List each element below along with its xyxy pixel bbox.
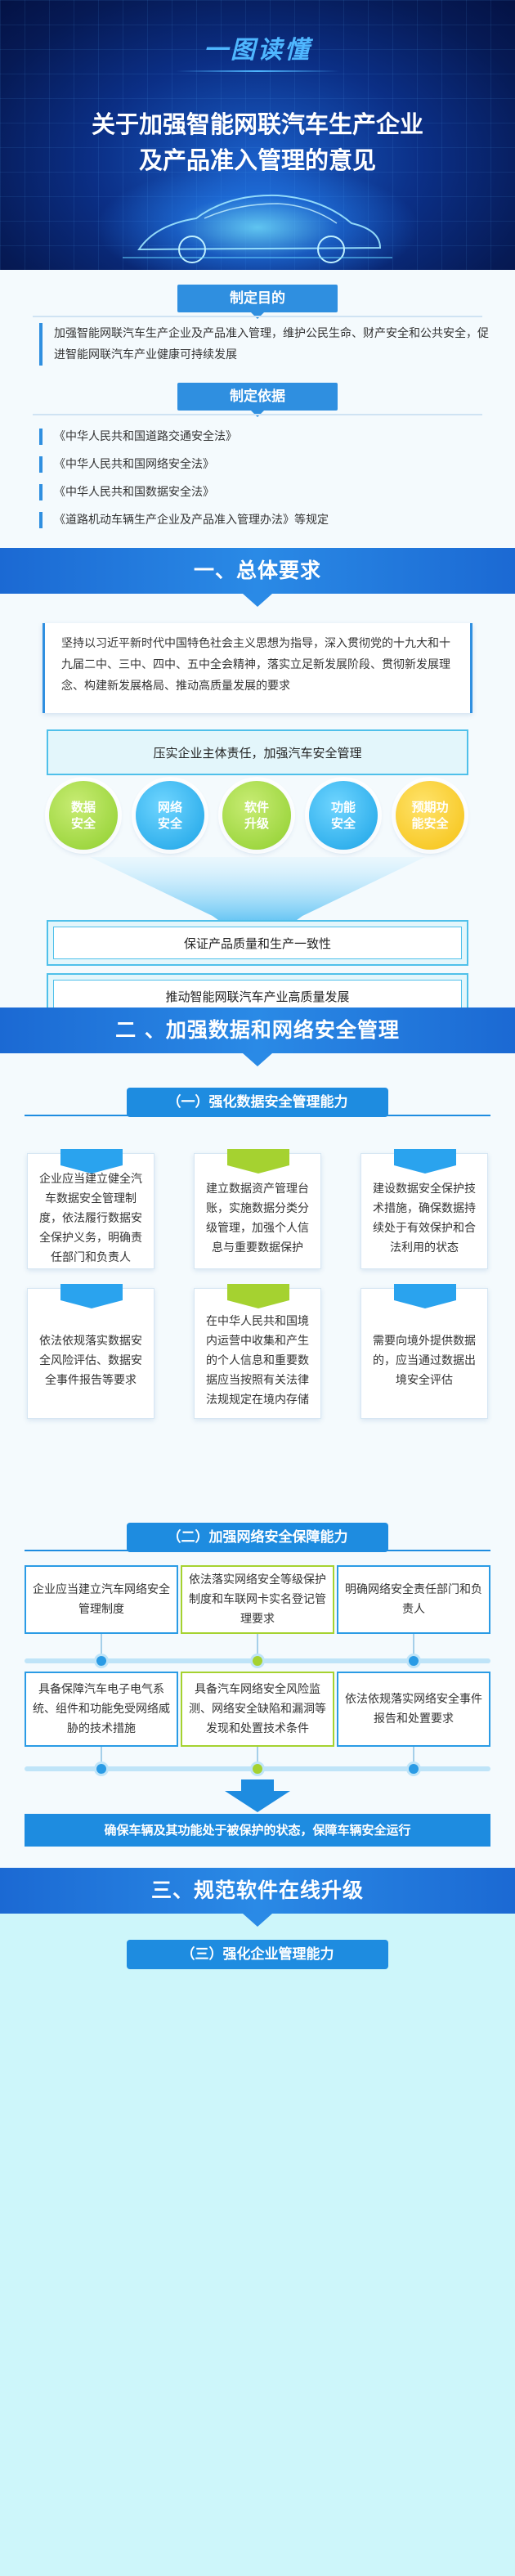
network-box-4: 具备保障汽车电子电气系统、组件和功能免受网络威胁的技术措施 xyxy=(25,1672,178,1747)
card-text: 建立数据资产管理台账，实施数据分类分级管理，加强个人信息与重要数据保护 xyxy=(206,1183,309,1254)
data-card-4: 依法依规落实数据安全风险评估、数据安全事件报告等要求 xyxy=(27,1284,154,1419)
outcome-text-1: 保证产品质量和生产一致性 xyxy=(183,936,331,951)
outcome-box-1: 保证产品质量和生产一致性 xyxy=(47,920,468,966)
card-text: 依法依规落实数据安全风险评估、数据安全事件报告等要求 xyxy=(39,1335,142,1387)
card-text: 需要向境外提供数据的，应当通过数据出境安全评估 xyxy=(373,1335,476,1387)
section-3-banner: 三、规范软件在线升级 xyxy=(0,1868,515,1927)
pillar-network-security: 网络 安全 xyxy=(136,781,204,850)
timeline-dot xyxy=(406,1654,421,1668)
page-title: 关于加强智能网联汽车生产企业 及产品准入管理的意见 xyxy=(0,106,515,178)
title-line-2: 及产品准入管理的意见 xyxy=(138,146,376,174)
network-box-1: 企业应当建立汽车网络安全管理制度 xyxy=(25,1565,178,1634)
data-card-3: 建设数据安全保护技术措施，确保数据持续处于有效保护和合法利用的状态 xyxy=(360,1149,488,1269)
law-item: 《中华人民共和国道路交通安全法》 xyxy=(39,429,497,445)
timeline-dot xyxy=(94,1654,109,1668)
card-flag xyxy=(394,1149,456,1174)
sub1-title: （一）强化数据安全管理能力 xyxy=(127,1088,388,1117)
pillar-functional-safety: 功能 安全 xyxy=(309,781,378,850)
connector xyxy=(101,1634,102,1658)
law-item: 《中华人民共和国网络安全法》 xyxy=(39,456,497,473)
connector xyxy=(257,1747,258,1766)
law-item: 《道路机动车辆生产企业及产品准入管理办法》等规定 xyxy=(39,512,497,528)
network-box-3: 明确网络安全责任部门和负责人 xyxy=(337,1565,490,1634)
connector xyxy=(413,1634,414,1658)
timeline-dot xyxy=(250,1654,265,1668)
basis-divider xyxy=(33,414,482,415)
header-tag: 一图读懂 xyxy=(204,36,311,65)
card-text: 企业应当建立健全汽车数据安全管理制度，依法履行数据安全保护义务，明确责任部门和负… xyxy=(39,1173,142,1264)
pillar-data-security: 数据 安全 xyxy=(49,781,118,850)
section-2-banner: 二 、加强数据和网络安全管理 xyxy=(0,1008,515,1066)
outcome-inner-2: 推动智能网联汽车产业高质量发展 xyxy=(53,980,462,1012)
pillar-label: 预期功 能安全 xyxy=(411,800,449,831)
basis-label: 制定依据 xyxy=(177,383,338,417)
network-box-5: 具备汽车网络安全风险监测、网络安全缺陷和漏洞等发现和处置技术条件 xyxy=(181,1672,334,1747)
pillar-sotif: 预期功 能安全 xyxy=(396,781,464,850)
card-flag xyxy=(60,1284,123,1308)
pillar-label: 软件 升级 xyxy=(244,800,269,831)
down-arrow-icon xyxy=(225,1779,290,1812)
sub2-title: （二）加强网络安全保障能力 xyxy=(127,1523,388,1552)
card-flag xyxy=(60,1149,123,1174)
outcome-inner-1: 保证产品质量和生产一致性 xyxy=(53,927,462,959)
purpose-label: 制定目的 xyxy=(177,285,338,319)
responsibility-text: 压实企业主体责任，加强汽车安全管理 xyxy=(153,745,362,761)
header-tag-underline xyxy=(176,70,339,72)
card-text: 建设数据安全保护技术措施，确保数据持续处于有效保护和合法利用的状态 xyxy=(373,1183,476,1254)
law-item: 《中华人民共和国数据安全法》 xyxy=(39,484,497,500)
connector xyxy=(101,1747,102,1766)
data-card-1: 企业应当建立健全汽车数据安全管理制度，依法履行数据安全保护义务，明确责任部门和负… xyxy=(27,1149,154,1269)
pillar-label: 功能 安全 xyxy=(330,800,356,831)
card-flag xyxy=(227,1149,289,1174)
data-card-6: 需要向境外提供数据的，应当通过数据出境安全评估 xyxy=(360,1284,488,1419)
pillar-label: 网络 安全 xyxy=(157,800,182,831)
timeline-dot xyxy=(250,1761,265,1776)
pillar-software-upgrade: 软件 升级 xyxy=(222,781,291,850)
responsibility-box: 压实企业主体责任，加强汽车安全管理 xyxy=(47,729,468,775)
network-box-2: 依法落实网络安全等级保护制度和车联网卡实名登记管理要求 xyxy=(181,1565,334,1634)
card-flag xyxy=(227,1284,289,1308)
outcome-text-2: 推动智能网联汽车产业高质量发展 xyxy=(165,989,350,1004)
network-box-6: 依法依规落实网络安全事件报告和处置要求 xyxy=(337,1672,490,1747)
timeline-dot xyxy=(406,1761,421,1776)
data-card-2: 建立数据资产管理台账，实施数据分类分级管理，加强个人信息与重要数据保护 xyxy=(194,1149,321,1269)
section-1-banner: 一、总体要求 xyxy=(0,548,515,607)
sub3-title: （三）强化企业管理能力 xyxy=(127,1940,388,1969)
hero-header: 一图读懂 关于加强智能网联汽车生产企业 及产品准入管理的意见 xyxy=(0,0,515,270)
card-text: 在中华人民共和国境内运营中收集和产生的个人信息和重要数据应当按照有关法律法规规定… xyxy=(206,1315,309,1407)
hero-glow xyxy=(94,164,421,270)
guideline-box: 坚持以习近平新时代中国特色社会主义思想为指导，深入贯彻党的十九大和十九届二中、三… xyxy=(43,623,472,713)
pillar-label: 数据 安全 xyxy=(70,800,96,831)
connector xyxy=(413,1747,414,1766)
title-line-1: 关于加强智能网联汽车生产企业 xyxy=(91,110,423,138)
card-flag xyxy=(394,1284,456,1308)
timeline-dot xyxy=(94,1761,109,1776)
connector xyxy=(257,1634,258,1658)
car-silhouette-icon xyxy=(123,194,392,263)
network-outcome: 确保车辆及其功能处于被保护的状态，保障车辆安全运行 xyxy=(25,1814,490,1847)
funnel-arrow-icon xyxy=(90,857,425,931)
data-card-5: 在中华人民共和国境内运营中收集和产生的个人信息和重要数据应当按照有关法律法规规定… xyxy=(194,1284,321,1419)
purpose-divider xyxy=(33,316,482,317)
purpose-text: 加强智能网联汽车生产企业及产品准入管理，维护公民生命、财产安全和公共安全，促进智… xyxy=(39,323,497,366)
